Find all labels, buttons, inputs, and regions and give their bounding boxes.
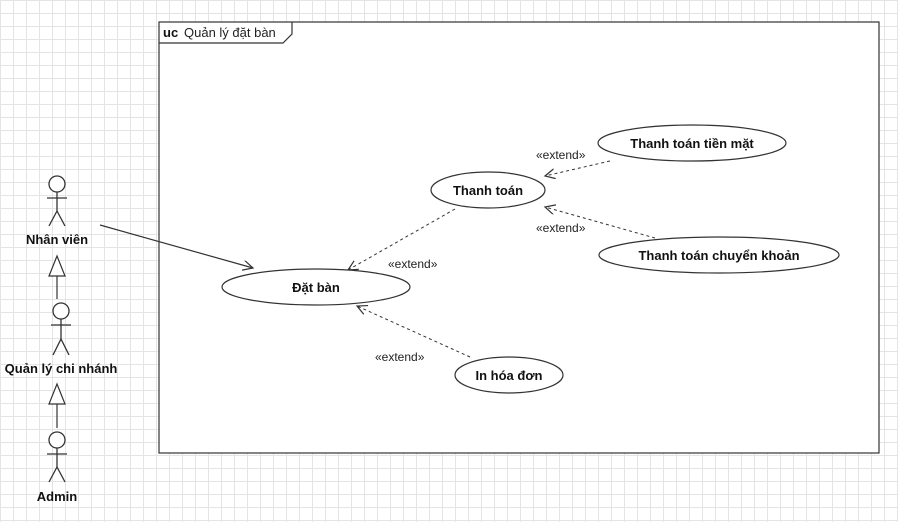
use-case-thanh-toan-chuyen-khoan[interactable]: Thanh toán chuyển khoản (598, 236, 840, 274)
use-case-thanh-toan[interactable]: Thanh toán (430, 171, 546, 209)
use-case-label: In hóa đơn (475, 368, 542, 383)
extend-thanh-toan-dat-ban (348, 208, 456, 270)
extend-in-hoa-don-dat-ban (357, 306, 471, 358)
extend-chuyen-khoan-thanh-toan (545, 207, 656, 239)
use-case-label: Thanh toán (453, 183, 523, 198)
actor-nhan-vien[interactable]: Nhân viên (26, 175, 88, 247)
use-case-thanh-toan-tien-mat[interactable]: Thanh toán tiền mặt (597, 124, 787, 162)
use-case-in-hoa-don[interactable]: In hóa đơn (454, 356, 564, 394)
extend-label: «extend» (375, 350, 425, 364)
frame-keyword: uc (163, 25, 178, 40)
association-line (99, 224, 253, 268)
use-case-label: Đặt bàn (292, 280, 340, 295)
generalization-quan-ly-to-nhan-vien (48, 254, 66, 299)
use-case-label: Thanh toán chuyển khoản (638, 248, 799, 263)
generalization-admin-to-quan-ly (48, 382, 66, 428)
actor-admin[interactable]: Admin (37, 431, 78, 504)
actor-label: Quản lý chi nhánh (5, 361, 118, 376)
frame-title: Quản lý đặt bàn (184, 25, 276, 40)
use-case-label: Thanh toán tiền mặt (630, 136, 754, 151)
actor-quan-ly-chi-nhanh[interactable]: Quản lý chi nhánh (5, 302, 118, 376)
extend-label: «extend» (388, 257, 438, 271)
extend-label: «extend» (536, 221, 586, 235)
actor-label: Admin (37, 489, 78, 504)
extend-tien-mat-thanh-toan (545, 160, 611, 176)
extend-label: «extend» (536, 148, 586, 162)
stick-figure-icon (47, 175, 67, 227)
actor-label: Nhân viên (26, 232, 88, 247)
use-case-dat-ban[interactable]: Đặt bàn (221, 268, 411, 306)
stick-figure-icon (51, 302, 71, 356)
stick-figure-icon (47, 431, 67, 483)
